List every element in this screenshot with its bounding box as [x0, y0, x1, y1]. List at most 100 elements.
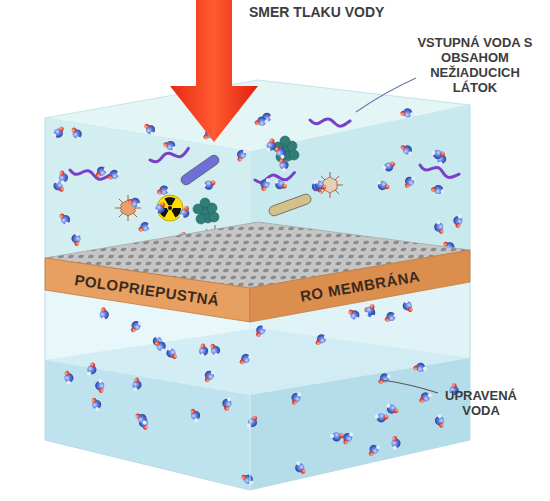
hydrogen-atom	[213, 352, 219, 358]
hydrogen-atom	[98, 378, 104, 384]
hydrogen-atom	[100, 316, 106, 322]
particle-cluster	[196, 214, 206, 224]
hydrogen-atom	[262, 325, 266, 329]
hydrogen-atom	[269, 138, 275, 144]
water-molecule	[60, 370, 76, 386]
hydrogen-atom	[322, 185, 327, 190]
hydrogen-atom	[256, 332, 261, 337]
water-molecule	[347, 309, 361, 321]
water-molecule	[179, 206, 190, 219]
water-molecule	[329, 428, 345, 443]
hydrogen-atom	[142, 420, 147, 425]
water-molecule	[201, 176, 216, 192]
water-molecule	[314, 179, 326, 190]
hydrogen-atom	[392, 445, 398, 451]
hydrogen-atom	[457, 214, 462, 219]
hydrogen-atom	[137, 203, 142, 208]
water-molecule	[85, 362, 98, 376]
hydrogen-atom	[75, 231, 81, 237]
hydrogen-atom	[150, 131, 155, 136]
cube-edge	[45, 105, 470, 490]
water-molecule	[374, 409, 389, 424]
hydrogen-atom	[200, 343, 207, 350]
hydrogen-atom	[87, 371, 92, 376]
oxygen-atom	[316, 333, 328, 345]
water-molecule	[412, 361, 427, 376]
hydrogen-atom	[103, 167, 108, 172]
hydrogen-atom	[385, 184, 390, 189]
hydrogen-atom	[190, 408, 197, 415]
hydrogen-atom	[64, 221, 69, 226]
hydrogen-atom	[405, 183, 410, 188]
hydrogen-atom	[211, 370, 215, 374]
hydrogen-atom	[116, 171, 122, 177]
hydrogen-atom	[427, 393, 432, 398]
oxygen-atom	[155, 340, 167, 352]
water-molecule	[153, 340, 167, 353]
membrane-side	[250, 250, 470, 322]
water-molecule	[363, 307, 377, 319]
oxygen-atom	[275, 146, 287, 158]
hydrogen-atom	[431, 150, 436, 155]
hydrogen-atom	[314, 180, 318, 184]
oxygen-atom	[165, 347, 177, 359]
hydrogen-atom	[224, 405, 230, 411]
water-molecule	[205, 370, 215, 382]
water-molecule	[364, 304, 375, 316]
water-molecule	[221, 397, 235, 412]
water-molecule	[430, 183, 445, 197]
hydrogen-atom	[437, 413, 443, 419]
hydrogen-atom	[94, 406, 100, 412]
water-molecule	[256, 325, 267, 338]
hydrogen-atom	[66, 380, 72, 386]
water-molecule	[405, 176, 416, 188]
hydrogen-atom	[386, 374, 391, 379]
virus-strand	[255, 173, 295, 183]
hydrogen-atom	[438, 161, 444, 167]
hydrogen-atom	[261, 186, 267, 192]
oxygen-atom	[401, 300, 413, 312]
hydrogen-atom	[292, 400, 297, 405]
water-molecule	[237, 149, 248, 161]
water-molecule	[401, 299, 416, 313]
water-molecule	[154, 201, 166, 214]
hydrogen-atom	[281, 167, 287, 173]
water-molecule	[274, 179, 287, 190]
hydrogen-atom	[210, 179, 217, 186]
particle-cluster	[289, 150, 299, 160]
water-molecule	[254, 114, 270, 130]
hydrogen-atom	[451, 382, 457, 388]
water-molecule	[195, 343, 210, 358]
hydrogen-atom	[323, 335, 328, 340]
hydrogen-atom	[154, 209, 159, 214]
hydrogen-atom	[98, 387, 105, 394]
water-molecule	[93, 378, 108, 394]
water-molecule	[275, 157, 291, 172]
water-molecule	[95, 165, 108, 179]
hydrogen-atom	[419, 397, 425, 403]
water-molecule	[293, 461, 308, 475]
bacterium	[268, 193, 313, 217]
hydrogen-atom	[205, 377, 210, 382]
hydrogen-atom	[282, 184, 287, 189]
hydrogen-atom	[364, 312, 368, 316]
water-molecule	[107, 168, 122, 183]
water-molecule	[69, 231, 84, 246]
hydrogen-atom	[430, 186, 436, 192]
hydrogen-atom	[144, 123, 150, 129]
callout-label: SMER TLAKU VODY	[249, 5, 449, 20]
water-molecule	[241, 475, 253, 485]
hydrogen-atom	[443, 241, 448, 246]
hydrogen-atom	[75, 136, 80, 141]
hydrogen-atom	[297, 392, 301, 396]
hydrogen-atom	[300, 468, 306, 474]
water-molecule	[260, 178, 272, 191]
hydrogen-atom	[374, 414, 380, 420]
hydrogen-atom	[440, 189, 445, 194]
water-molecule	[315, 333, 329, 348]
hydrogen-atom	[227, 397, 232, 402]
water-molecule	[57, 213, 72, 227]
hydrogen-atom	[199, 353, 205, 359]
water-molecule	[378, 372, 392, 387]
membrane-front	[45, 258, 250, 322]
